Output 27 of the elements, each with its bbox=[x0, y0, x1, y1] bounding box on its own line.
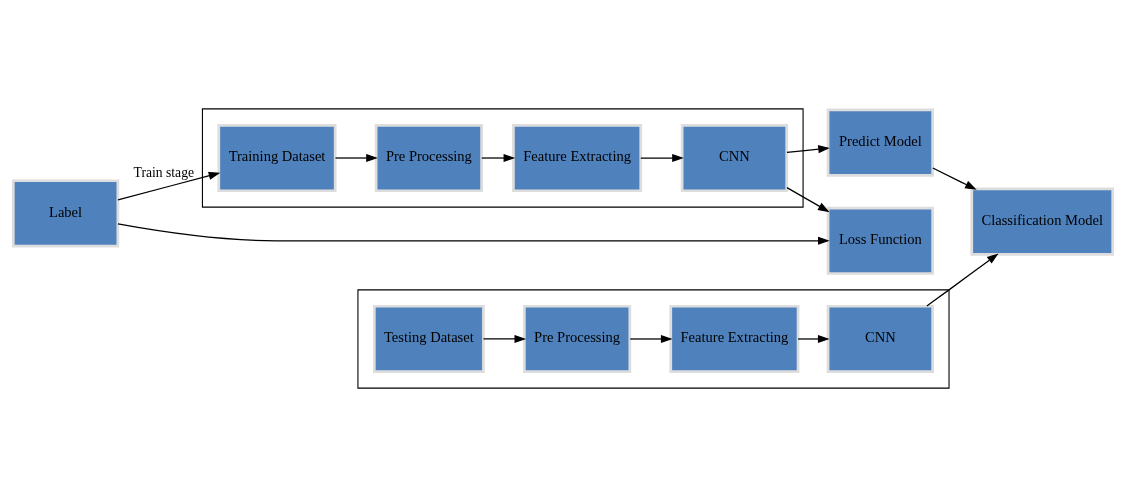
arrow bbox=[481, 153, 516, 163]
node-box: Testing Dataset bbox=[372, 304, 485, 374]
cluster bbox=[357, 289, 950, 389]
edge-label: Train stage bbox=[133, 165, 195, 181]
node-box: Label bbox=[11, 179, 120, 248]
node-box: Loss Function bbox=[826, 206, 935, 275]
cluster bbox=[201, 108, 804, 208]
node-box: Feature Extracting bbox=[512, 123, 643, 193]
arrow bbox=[786, 187, 830, 213]
node-box: Pre Processing bbox=[374, 123, 483, 193]
arrow bbox=[932, 167, 977, 190]
node-box: CNN bbox=[826, 304, 935, 374]
node-box: Predict Model bbox=[826, 108, 935, 177]
arrow bbox=[334, 153, 378, 163]
arrow bbox=[117, 223, 830, 245]
node-box: Training Dataset bbox=[217, 123, 337, 193]
arrow bbox=[629, 334, 673, 344]
node-box: Pre Processing bbox=[523, 304, 632, 374]
arrow bbox=[797, 334, 830, 344]
node-box: Feature Extracting bbox=[669, 304, 800, 374]
node-box: Classification Model bbox=[970, 187, 1115, 256]
arrow bbox=[786, 145, 830, 154]
arrow bbox=[482, 334, 527, 344]
arrow bbox=[926, 253, 999, 307]
arrow bbox=[640, 153, 684, 163]
node-box: CNN bbox=[680, 123, 789, 193]
arrow bbox=[117, 171, 221, 201]
